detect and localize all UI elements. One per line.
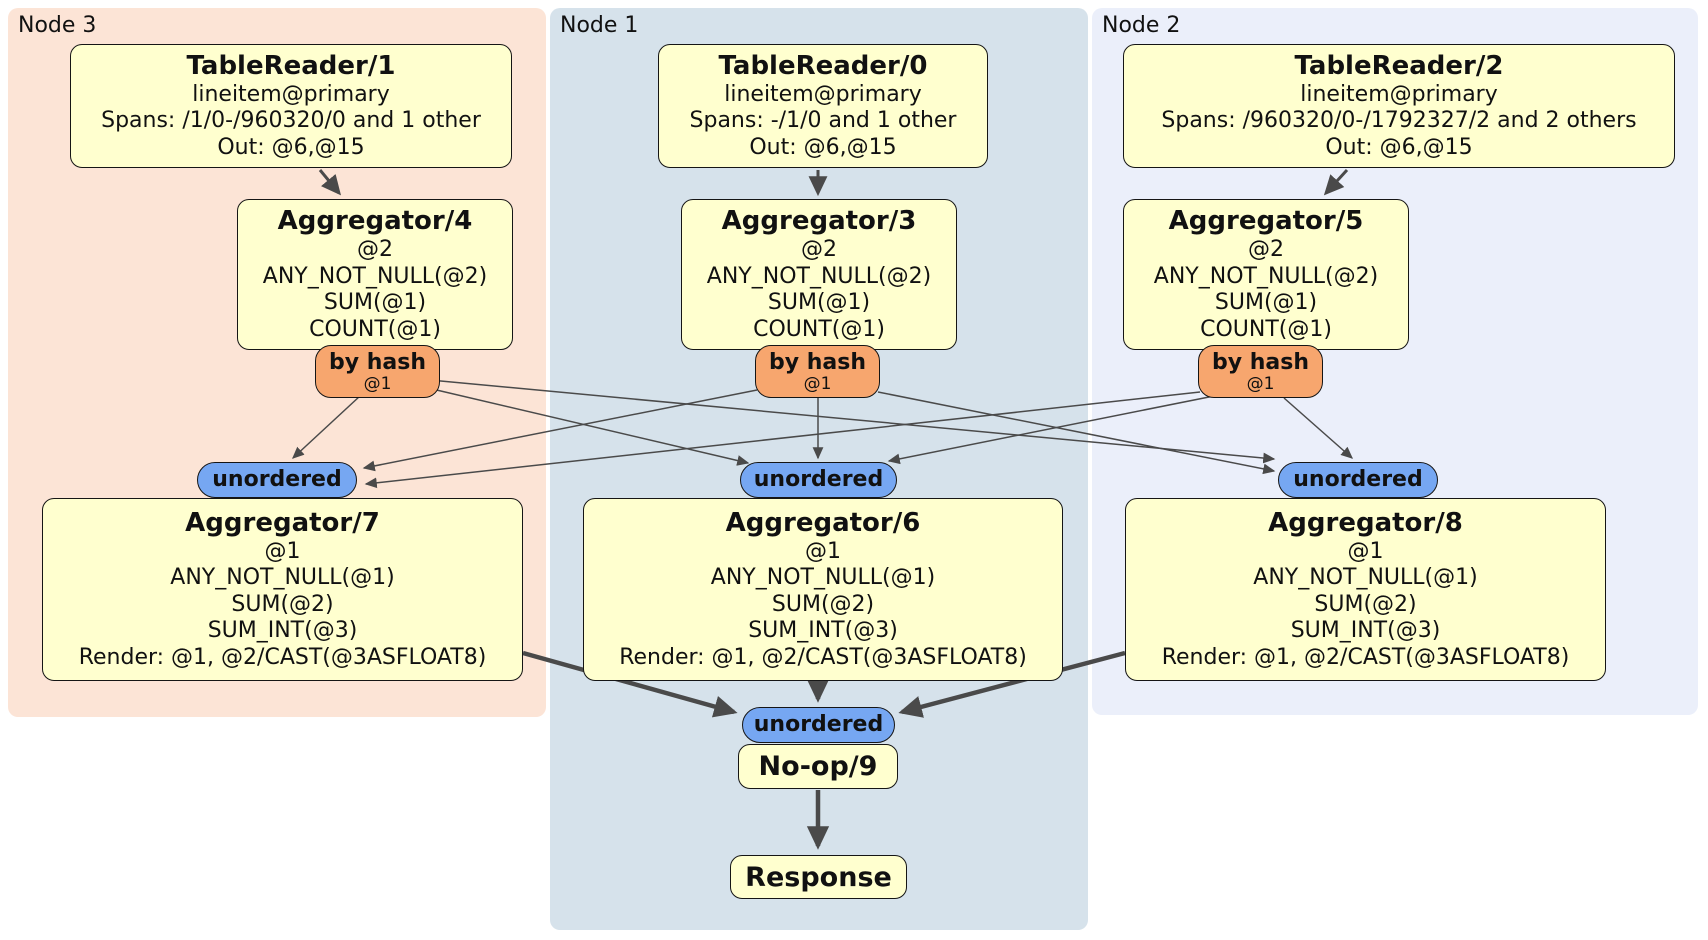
processor-title: Aggregator/7 — [185, 507, 380, 538]
sync-unordered-8: unordered — [1278, 462, 1438, 498]
sync-unordered-9: unordered — [742, 707, 895, 743]
edge-byhash4-unordered7 — [292, 395, 361, 459]
processor-tablereader-2: TableReader/2 lineitem@primary Spans: /9… — [1123, 44, 1675, 168]
router-by-hash-4: by hash @1 — [315, 345, 440, 398]
edge-agg8-unordered9 — [898, 650, 1126, 718]
edge-byhash4-unordered8 — [429, 379, 1276, 464]
edge-byhash4-unordered6 — [427, 387, 750, 466]
processor-title: Response — [745, 861, 892, 893]
edge-agg7-unordered9 — [522, 650, 738, 718]
processor-title: Aggregator/8 — [1268, 507, 1463, 538]
node2-label: Node 2 — [1102, 13, 1181, 38]
processor-title: Aggregator/5 — [1168, 206, 1364, 236]
processor-title: TableReader/0 — [718, 50, 928, 81]
processor-tablereader-0: TableReader/0 lineitem@primary Spans: -/… — [658, 44, 988, 168]
edge-tr1-agg4 — [318, 169, 342, 196]
processor-aggregator-8: Aggregator/8 @1 ANY_NOT_NULL(@1) SUM(@2)… — [1125, 498, 1606, 681]
processor-title: Aggregator/4 — [277, 206, 473, 236]
node1-label: Node 1 — [560, 13, 639, 38]
node3-label: Node 3 — [18, 13, 97, 38]
sync-unordered-6: unordered — [740, 462, 897, 498]
processor-noop-9: No-op/9 — [738, 744, 898, 789]
processor-title: Aggregator/6 — [725, 507, 921, 538]
sync-unordered-7: unordered — [197, 462, 357, 498]
router-by-hash-3: by hash @1 — [755, 345, 880, 398]
processor-tablereader-1: TableReader/1 lineitem@primary Spans: /1… — [70, 44, 512, 168]
processor-aggregator-5: Aggregator/5 @2 ANY_NOT_NULL(@2) SUM(@1)… — [1123, 199, 1409, 350]
edge-tr2-agg5 — [1323, 168, 1349, 196]
processor-title: Aggregator/3 — [721, 206, 917, 236]
processor-aggregator-7: Aggregator/7 @1 ANY_NOT_NULL(@1) SUM(@2)… — [42, 498, 523, 681]
processor-response: Response — [730, 855, 907, 899]
processor-aggregator-4: Aggregator/4 @2 ANY_NOT_NULL(@2) SUM(@1)… — [237, 199, 513, 350]
edge-byhash5-unordered8 — [1283, 397, 1354, 459]
processor-aggregator-6: Aggregator/6 @1 ANY_NOT_NULL(@1) SUM(@2)… — [583, 498, 1063, 681]
processor-title: TableReader/1 — [186, 50, 396, 81]
processor-title: No-op/9 — [758, 751, 878, 782]
edge-byhash3-unordered7 — [362, 389, 758, 472]
edge-byhash5-unordered7 — [364, 391, 1201, 489]
processor-aggregator-3: Aggregator/3 @2 ANY_NOT_NULL(@2) SUM(@1)… — [681, 199, 957, 350]
edge-byhash3-unordered8 — [877, 391, 1276, 475]
router-by-hash-5: by hash @1 — [1198, 345, 1323, 398]
edge-byhash5-unordered6 — [887, 395, 1215, 465]
processor-title: TableReader/2 — [1294, 50, 1504, 81]
